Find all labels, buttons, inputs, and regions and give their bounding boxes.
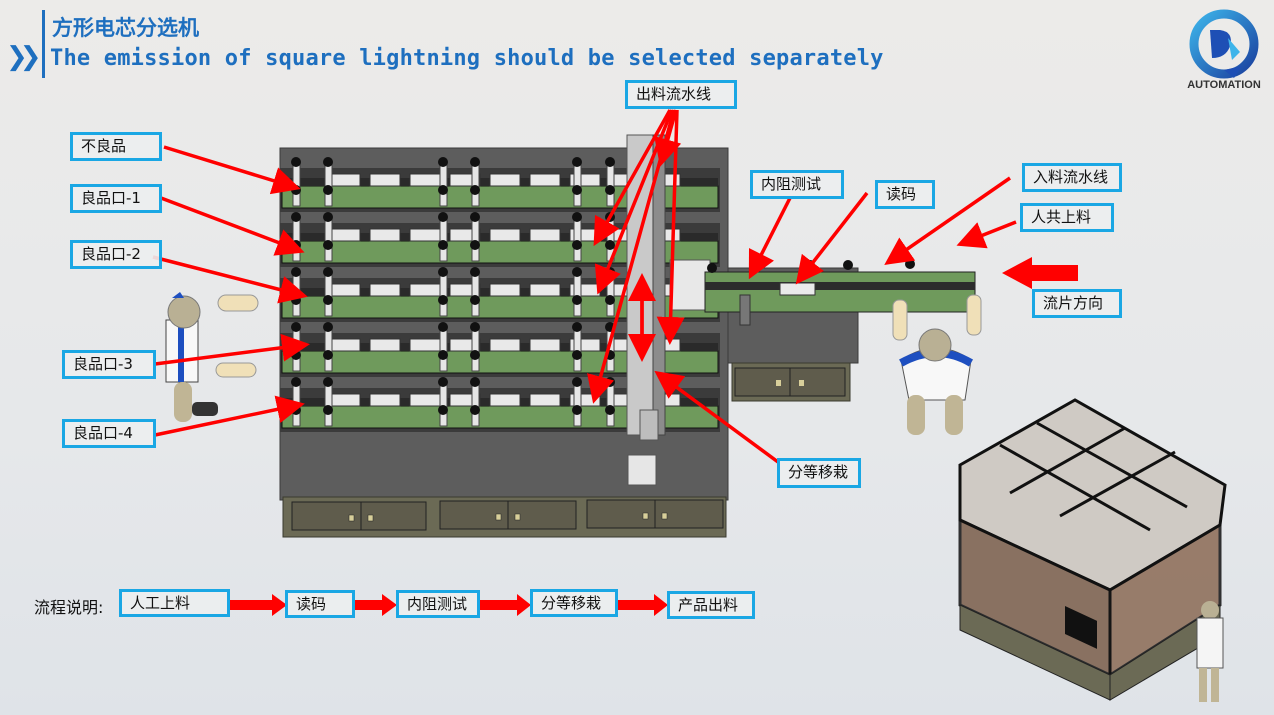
label-grading-transfer: 分等移栽 <box>777 458 861 488</box>
resistance-tester <box>739 294 751 326</box>
label-good-2: 良品口-2 <box>70 240 162 269</box>
hmi-screen <box>1065 605 1097 649</box>
cabinet-doors <box>291 499 724 531</box>
label-reject: 不良品 <box>70 132 162 161</box>
page-title-cn: 方形电芯分选机 <box>52 16 199 40</box>
flow-title: 流程说明: <box>34 598 104 617</box>
flow-step-product-output: 产品出料 <box>667 591 755 619</box>
flow-step-grading-transfer: 分等移栽 <box>530 589 618 617</box>
cabinet-handles <box>348 512 668 522</box>
machine-isometric-view <box>958 398 1227 702</box>
operator-right <box>892 294 982 435</box>
label-good-4: 良品口-4 <box>62 419 156 448</box>
transfer-gantry-rail <box>626 134 654 436</box>
label-output-line: 出料流水线 <box>625 80 737 109</box>
gantry-end-block <box>627 454 657 486</box>
label-good-3: 良品口-3 <box>62 350 156 379</box>
title-divider <box>42 10 45 78</box>
automation-logo-icon <box>1189 9 1259 79</box>
label-resistance-test: 内阻测试 <box>750 170 844 199</box>
flow-step-manual-loading: 人工上料 <box>119 589 230 617</box>
label-good-1: 良品口-1 <box>70 184 162 213</box>
flow-step-scan: 读码 <box>285 590 355 618</box>
label-input-line: 入料流水线 <box>1022 163 1122 192</box>
label-manual-loading: 人共上料 <box>1020 203 1114 232</box>
page-title-en: The emission of square lightning should … <box>50 46 884 71</box>
logo-text: AUTOMATION <box>1187 79 1261 91</box>
operator-left <box>165 292 259 422</box>
scanner-unit <box>779 282 816 296</box>
label-scan-code: 读码 <box>875 180 935 209</box>
flow-step-resistance-test: 内阻测试 <box>396 590 480 618</box>
label-flow-direction: 流片方向 <box>1032 289 1122 318</box>
transfer-head <box>669 259 711 311</box>
